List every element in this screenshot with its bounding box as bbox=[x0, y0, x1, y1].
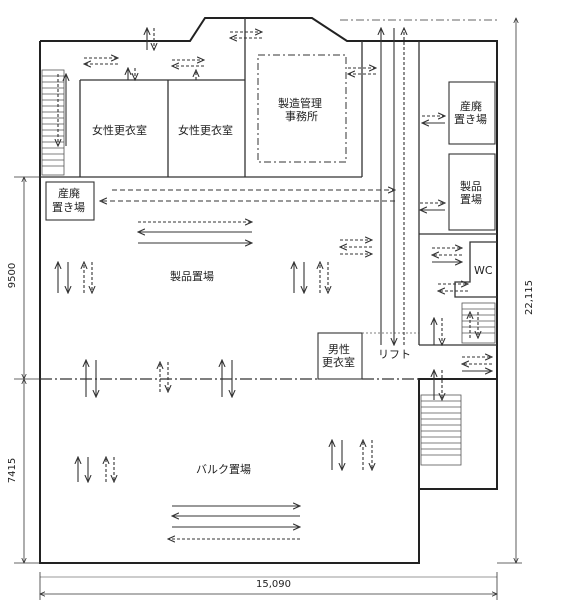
dimension-lines bbox=[14, 18, 522, 600]
label-waste-area-right-2: 置き場 bbox=[454, 113, 487, 126]
label-male-locker-2: 更衣室 bbox=[322, 356, 355, 369]
label-waste-area-left-2: 置き場 bbox=[52, 201, 85, 214]
label-bulk-storage: バルク置場 bbox=[196, 463, 251, 476]
label-production-office-1: 製造管理 bbox=[278, 97, 322, 110]
building-outline bbox=[39, 17, 498, 564]
label-product-storage-right-1: 製品 bbox=[460, 180, 482, 193]
stairs-left bbox=[41, 69, 65, 176]
interior-walls bbox=[40, 18, 497, 346]
label-toilet: WC bbox=[474, 264, 493, 277]
male-locker-box bbox=[317, 332, 363, 380]
label-female-locker-1: 女性更衣室 bbox=[92, 124, 147, 137]
dimension-total-height: 22,115 bbox=[524, 280, 535, 315]
office-box bbox=[257, 54, 347, 163]
dimension-total-width: 15,090 bbox=[256, 579, 291, 590]
label-product-storage-main: 製品置場 bbox=[170, 270, 214, 283]
product-storage-right-box bbox=[448, 153, 496, 231]
dimension-lower-section: 7415 bbox=[7, 457, 19, 484]
label-female-locker-2: 女性更衣室 bbox=[178, 124, 233, 137]
circulation-arrows bbox=[58, 28, 492, 539]
label-lift: リフト bbox=[378, 348, 411, 361]
label-production-office-2: 事務所 bbox=[285, 110, 318, 123]
label-male-locker-1: 男性 bbox=[328, 343, 350, 356]
label-waste-area-left-1: 産廃 bbox=[58, 187, 80, 200]
waste-area-right-box bbox=[448, 81, 496, 145]
zone-dividers bbox=[40, 19, 500, 578]
dimension-upper-section: 9500 bbox=[7, 262, 19, 289]
label-product-storage-right-2: 置場 bbox=[460, 193, 482, 206]
label-waste-area-right-1: 産廃 bbox=[460, 100, 482, 113]
waste-area-left-box bbox=[45, 181, 95, 221]
stairs-right-lower bbox=[420, 394, 462, 466]
